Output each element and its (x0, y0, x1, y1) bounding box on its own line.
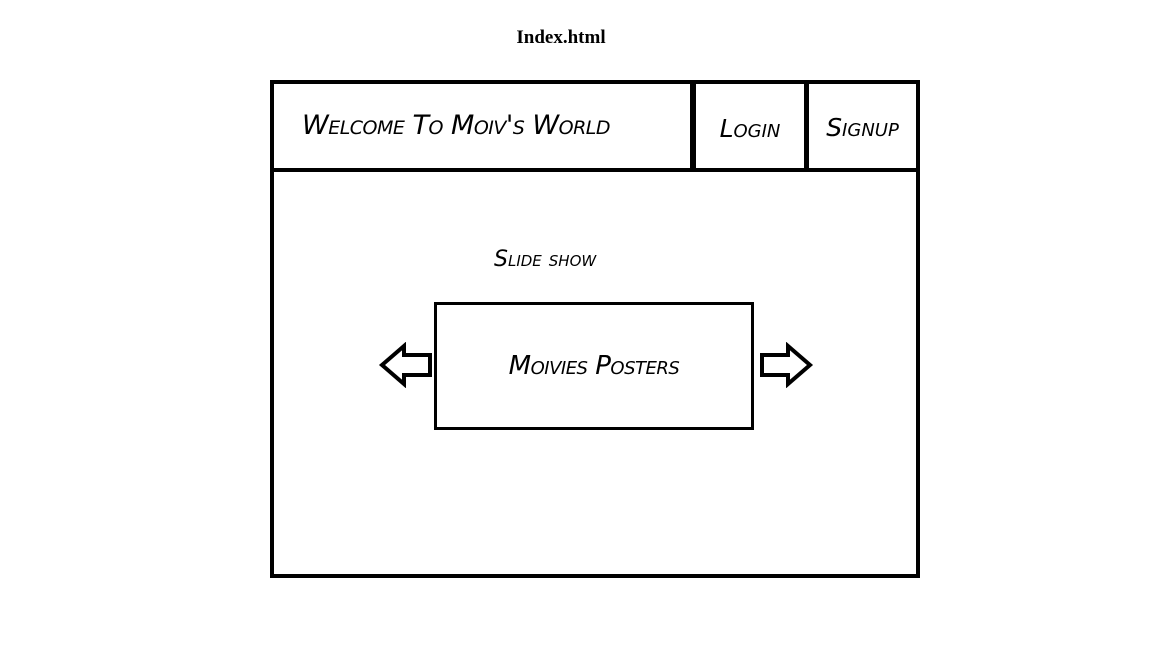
arrow-left-icon (378, 342, 432, 388)
header-divider (804, 84, 809, 168)
login-button[interactable]: Login (696, 84, 804, 168)
welcome-heading: Welcome To Moiv's World (302, 110, 611, 141)
login-label: Login (719, 113, 781, 143)
header-divider (690, 84, 696, 172)
slideshow-prev-button[interactable] (378, 342, 434, 388)
page-title: Index.html (516, 27, 606, 48)
header-bar: Welcome To Moiv's World Login Signup (274, 84, 916, 172)
arrow-right-icon (760, 342, 814, 388)
poster-placeholder-label: Moivies Posters (508, 351, 680, 381)
signup-button[interactable]: Signup (809, 84, 916, 168)
signup-label: Signup (826, 112, 899, 142)
slideshow-label: Slide show (494, 247, 597, 272)
wireframe-window: Welcome To Moiv's World Login Signup Sli… (270, 80, 920, 578)
movie-poster-slide: Moivies Posters (434, 302, 754, 430)
slideshow-next-button[interactable] (758, 342, 814, 388)
